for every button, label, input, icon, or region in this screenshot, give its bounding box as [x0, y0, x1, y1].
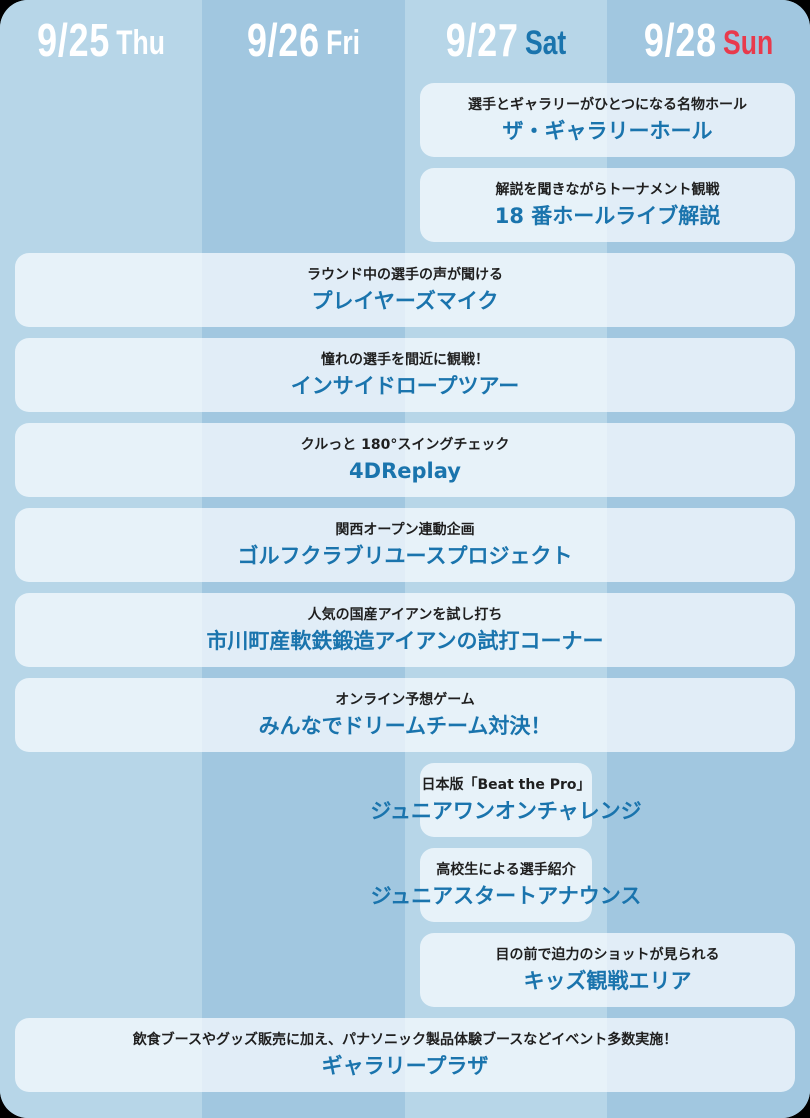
event-title: 4DReplay [349, 458, 461, 483]
event-title: 18 番ホールライブ解説 [494, 203, 721, 228]
event-card-gallery-hole: 選手とギャラリーがひとつになる名物ホール ザ・ギャラリーホール [420, 83, 795, 157]
event-card-dream-team: オンライン予想ゲーム みんなでドリームチーム対決！ [15, 678, 795, 752]
event-subtitle: クルっと 180°スイングチェック [300, 436, 510, 453]
event-title: 市川町産軟鉄鍛造アイアンの試打コーナー [206, 628, 604, 653]
event-card-club-reuse: 関西オープン連動企画 ゴルフクラブリユースプロジェクト [15, 508, 795, 582]
event-title: ギャラリープラザ [321, 1053, 489, 1078]
day-date: 9/27 [445, 14, 519, 66]
event-subtitle: 飲食ブースやグッズ販売に加え、パナソニック製品体験ブースなどイベント多数実施！ [132, 1031, 678, 1048]
day-date: 9/28 [643, 14, 717, 66]
day-of-week: Fri [326, 23, 361, 62]
event-title: ジュニアスタートアナウンス [370, 883, 642, 908]
day-date: 9/26 [246, 14, 320, 66]
event-title: プレイヤーズマイク [311, 288, 499, 313]
event-card-players-mic: ラウンド中の選手の声が聞ける プレイヤーズマイク [15, 253, 795, 327]
event-card-inside-rope-tour: 憧れの選手を間近に観戦！ インサイドロープツアー [15, 338, 795, 412]
event-subtitle: 憧れの選手を間近に観戦！ [321, 351, 489, 368]
event-title: ジュニアワンオンチャレンジ [370, 798, 642, 823]
event-card-junior-start-announce: 高校生による選手紹介 ジュニアスタートアナウンス [371, 848, 641, 922]
event-subtitle: 高校生による選手紹介 [436, 861, 576, 878]
event-title: キッズ観戦エリア [523, 968, 692, 993]
event-card-gallery-plaza: 飲食ブースやグッズ販売に加え、パナソニック製品体験ブースなどイベント多数実施！ … [15, 1018, 795, 1092]
day-of-week: Sat [524, 23, 567, 62]
event-card-junior-one-on: 日本版「Beat the Pro」 ジュニアワンオンチャレンジ [370, 763, 642, 837]
day-date: 9/25 [37, 14, 111, 66]
day-header-thu: 9/25 Thu [22, 0, 180, 80]
event-subtitle: 解説を聞きながらトーナメント観戦 [495, 181, 720, 198]
day-of-week: Sun [723, 23, 774, 62]
event-card-iron-trial: 人気の国産アイアンを試し打ち 市川町産軟鉄鍛造アイアンの試打コーナー [15, 593, 795, 667]
event-title: みんなでドリームチーム対決！ [258, 713, 552, 738]
day-of-week: Thu [116, 23, 165, 62]
event-card-18th-hole-live: 解説を聞きながらトーナメント観戦 18 番ホールライブ解説 [420, 168, 795, 242]
event-subtitle: 人気の国産アイアンを試し打ち [307, 606, 503, 623]
day-header-sun: 9/28 Sun [629, 0, 787, 80]
event-title: ザ・ギャラリーホール [502, 118, 713, 143]
event-card-kids-area: 目の前で迫力のショットが見られる キッズ観戦エリア [420, 933, 795, 1007]
event-subtitle: 関西オープン連動企画 [335, 521, 475, 538]
event-title: ゴルフクラブリユースプロジェクト [237, 543, 573, 568]
event-subtitle: 選手とギャラリーがひとつになる名物ホール [467, 96, 748, 113]
event-subtitle: オンライン予想ゲーム [335, 691, 475, 708]
day-header-sat: 9/27 Sat [427, 0, 585, 80]
day-header-fri: 9/26 Fri [224, 0, 382, 80]
event-title: インサイドロープツアー [290, 373, 520, 398]
event-subtitle: ラウンド中の選手の声が聞ける [307, 266, 503, 283]
event-card-4dreplay: クルっと 180°スイングチェック 4DReplay [15, 423, 795, 497]
event-subtitle: 目の前で迫力のショットが見られる [495, 946, 720, 963]
event-subtitle: 日本版「Beat the Pro」 [421, 776, 591, 793]
